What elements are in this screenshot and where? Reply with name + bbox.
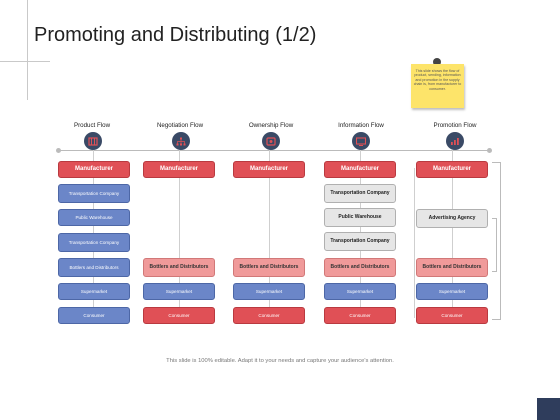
product-flow-consumer: Consumer <box>58 307 130 324</box>
ownership-flow-consumer: Consumer <box>233 307 305 324</box>
connector-line <box>452 150 453 320</box>
header-information-flow: Information Flow <box>338 122 384 129</box>
negotiation-flow-supermarket: Supermarket <box>143 283 215 300</box>
header-negotiation-flow: Negotiation Flow <box>156 122 204 129</box>
decor-line-vertical <box>27 0 28 100</box>
product-flow-transportation: Transportation Company <box>58 184 130 203</box>
connector-line <box>179 150 180 320</box>
header-product-flow: Product Flow <box>73 122 111 129</box>
promotion-chart-icon <box>446 132 464 150</box>
information-flow-manufacturer: Manufacturer <box>324 161 396 178</box>
page-title: Promoting and Distributing (1/2) <box>34 24 317 46</box>
negotiation-flow-bottlers: Bottlers and Distributors <box>143 258 215 277</box>
connector-line <box>414 168 415 318</box>
decor-line-horizontal <box>0 61 50 62</box>
timeline-dot <box>487 148 492 153</box>
timeline-line <box>58 150 490 151</box>
promotion-flow-manufacturer: Manufacturer <box>416 161 488 178</box>
promotion-flow-supermarket: Supermarket <box>416 283 488 300</box>
product-flow-manufacturer: Manufacturer <box>58 161 130 178</box>
timeline-dot <box>56 148 61 153</box>
information-flow-consumer: Consumer <box>324 307 396 324</box>
product-flow-warehouse: Public Warehouse <box>58 209 130 226</box>
information-flow-warehouse: Public Warehouse <box>324 208 396 227</box>
product-icon <box>84 132 102 150</box>
information-flow-supermarket: Supermarket <box>324 283 396 300</box>
product-flow-supermarket: Supermarket <box>58 283 130 300</box>
product-flow-transportation-2: Transportation Company <box>58 233 130 252</box>
sticky-note: This slide shows the flow of product, se… <box>411 64 464 108</box>
information-icon <box>352 132 370 150</box>
promotion-flow-advertising: Advertising Agency <box>416 209 488 228</box>
ownership-flow-supermarket: Supermarket <box>233 283 305 300</box>
ownership-flow-bottlers: Bottlers and Distributors <box>233 258 305 277</box>
footer-text: This slide is 100% editable. Adapt it to… <box>166 358 394 364</box>
promotion-flow-consumer: Consumer <box>416 307 488 324</box>
header-promotion-flow: Promotion Flow <box>433 122 477 129</box>
ownership-flow-manufacturer: Manufacturer <box>233 161 305 178</box>
header-ownership-flow: Ownership Flow <box>248 122 294 129</box>
pushpin-icon <box>433 58 441 66</box>
side-bracket <box>492 218 497 272</box>
information-flow-bottlers: Bottlers and Distributors <box>324 258 396 277</box>
information-flow-transportation-2: Transportation Company <box>324 232 396 251</box>
negotiation-flow-consumer: Consumer <box>143 307 215 324</box>
ownership-icon <box>262 132 280 150</box>
corner-accent <box>537 398 560 420</box>
negotiation-flow-manufacturer: Manufacturer <box>143 161 215 178</box>
connector-line <box>269 150 270 320</box>
promotion-flow-bottlers: Bottlers and Distributors <box>416 258 488 277</box>
product-flow-bottlers: Bottlers and Distributors <box>58 258 130 277</box>
network-icon <box>172 132 190 150</box>
side-bracket <box>492 162 501 320</box>
information-flow-transportation: Transportation Company <box>324 184 396 203</box>
